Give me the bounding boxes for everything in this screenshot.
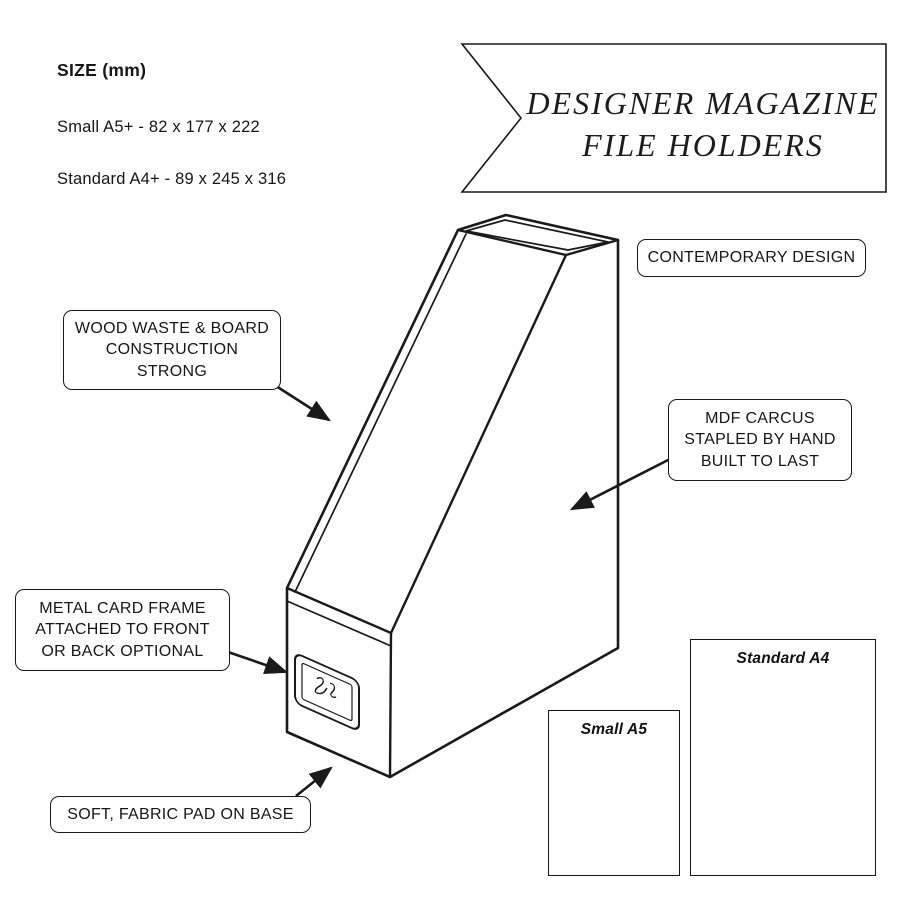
arrow-metal-card-frame — [227, 650, 289, 674]
callout-mdf-carcus: MDF CARCUS STAPLED BY HAND BUILT TO LAST — [668, 399, 852, 481]
arrow-mdf-carcus — [569, 456, 673, 511]
callout-line: STAPLED BY HAND — [684, 431, 836, 449]
size-spec-standard: Standard A4+ - 89 x 245 x 316 — [57, 170, 287, 188]
banner-title-line2: FILE HOLDERS — [582, 127, 824, 163]
size-heading: SIZE (mm) — [57, 60, 147, 80]
callout-line: OR BACK OPTIONAL — [41, 642, 204, 660]
size-spec-small: Small A5+ - 82 x 177 x 222 — [57, 118, 260, 136]
callout-line: WOOD WASTE & BOARD — [74, 319, 270, 337]
callout-line: CONTEMPORARY DESIGN — [647, 249, 856, 267]
banner-ribbon — [460, 43, 887, 193]
callout-metal-card-frame: METAL CARD FRAME ATTACHED TO FRONT OR BA… — [15, 589, 230, 671]
size-reference-small-label: Small A5 — [580, 721, 648, 738]
callout-line: ATTACHED TO FRONT — [35, 621, 210, 639]
holder-near-slant-edge — [389, 253, 568, 635]
callout-line: MDF CARCUS — [705, 409, 815, 427]
size-reference-small-a5: Small A5 — [548, 710, 680, 876]
card-frame — [294, 654, 360, 730]
callout-line: STRONG — [136, 362, 208, 380]
callout-line: CONSTRUCTION — [105, 341, 239, 359]
holder-rim-opening — [465, 219, 609, 251]
holder-front-top-thickness — [286, 600, 392, 647]
card-frame-inner — [301, 662, 353, 722]
holder-far-slant-thickness — [294, 233, 467, 593]
size-reference-standard-label: Standard A4 — [736, 650, 830, 667]
holder-front-face-edges — [285, 586, 393, 779]
size-specifications: SIZE (mm) Small A5+ - 82 x 177 x 222 Sta… — [57, 60, 286, 188]
logo-squiggle-icon — [314, 677, 337, 698]
callout-contemporary-design: CONTEMPORARY DESIGN — [637, 239, 866, 277]
banner-title-line1: DESIGNER MAGAZINE — [526, 85, 880, 121]
callout-fabric-pad: SOFT, FABRIC PAD ON BASE — [50, 796, 311, 833]
callout-line: BUILT TO LAST — [700, 452, 820, 470]
callout-wood-construction: WOOD WASTE & BOARD CONSTRUCTION STRONG — [63, 310, 281, 390]
arrow-wood-construction — [275, 384, 331, 422]
callout-line: SOFT, FABRIC PAD ON BASE — [67, 805, 294, 823]
arrow-fabric-pad — [295, 766, 333, 798]
banner-title: DESIGNER MAGAZINE FILE HOLDERS — [520, 82, 886, 166]
size-reference-standard-a4: Standard A4 — [690, 639, 876, 876]
callout-line: METAL CARD FRAME — [39, 599, 206, 617]
magazine-holder-drawing — [285, 213, 620, 779]
